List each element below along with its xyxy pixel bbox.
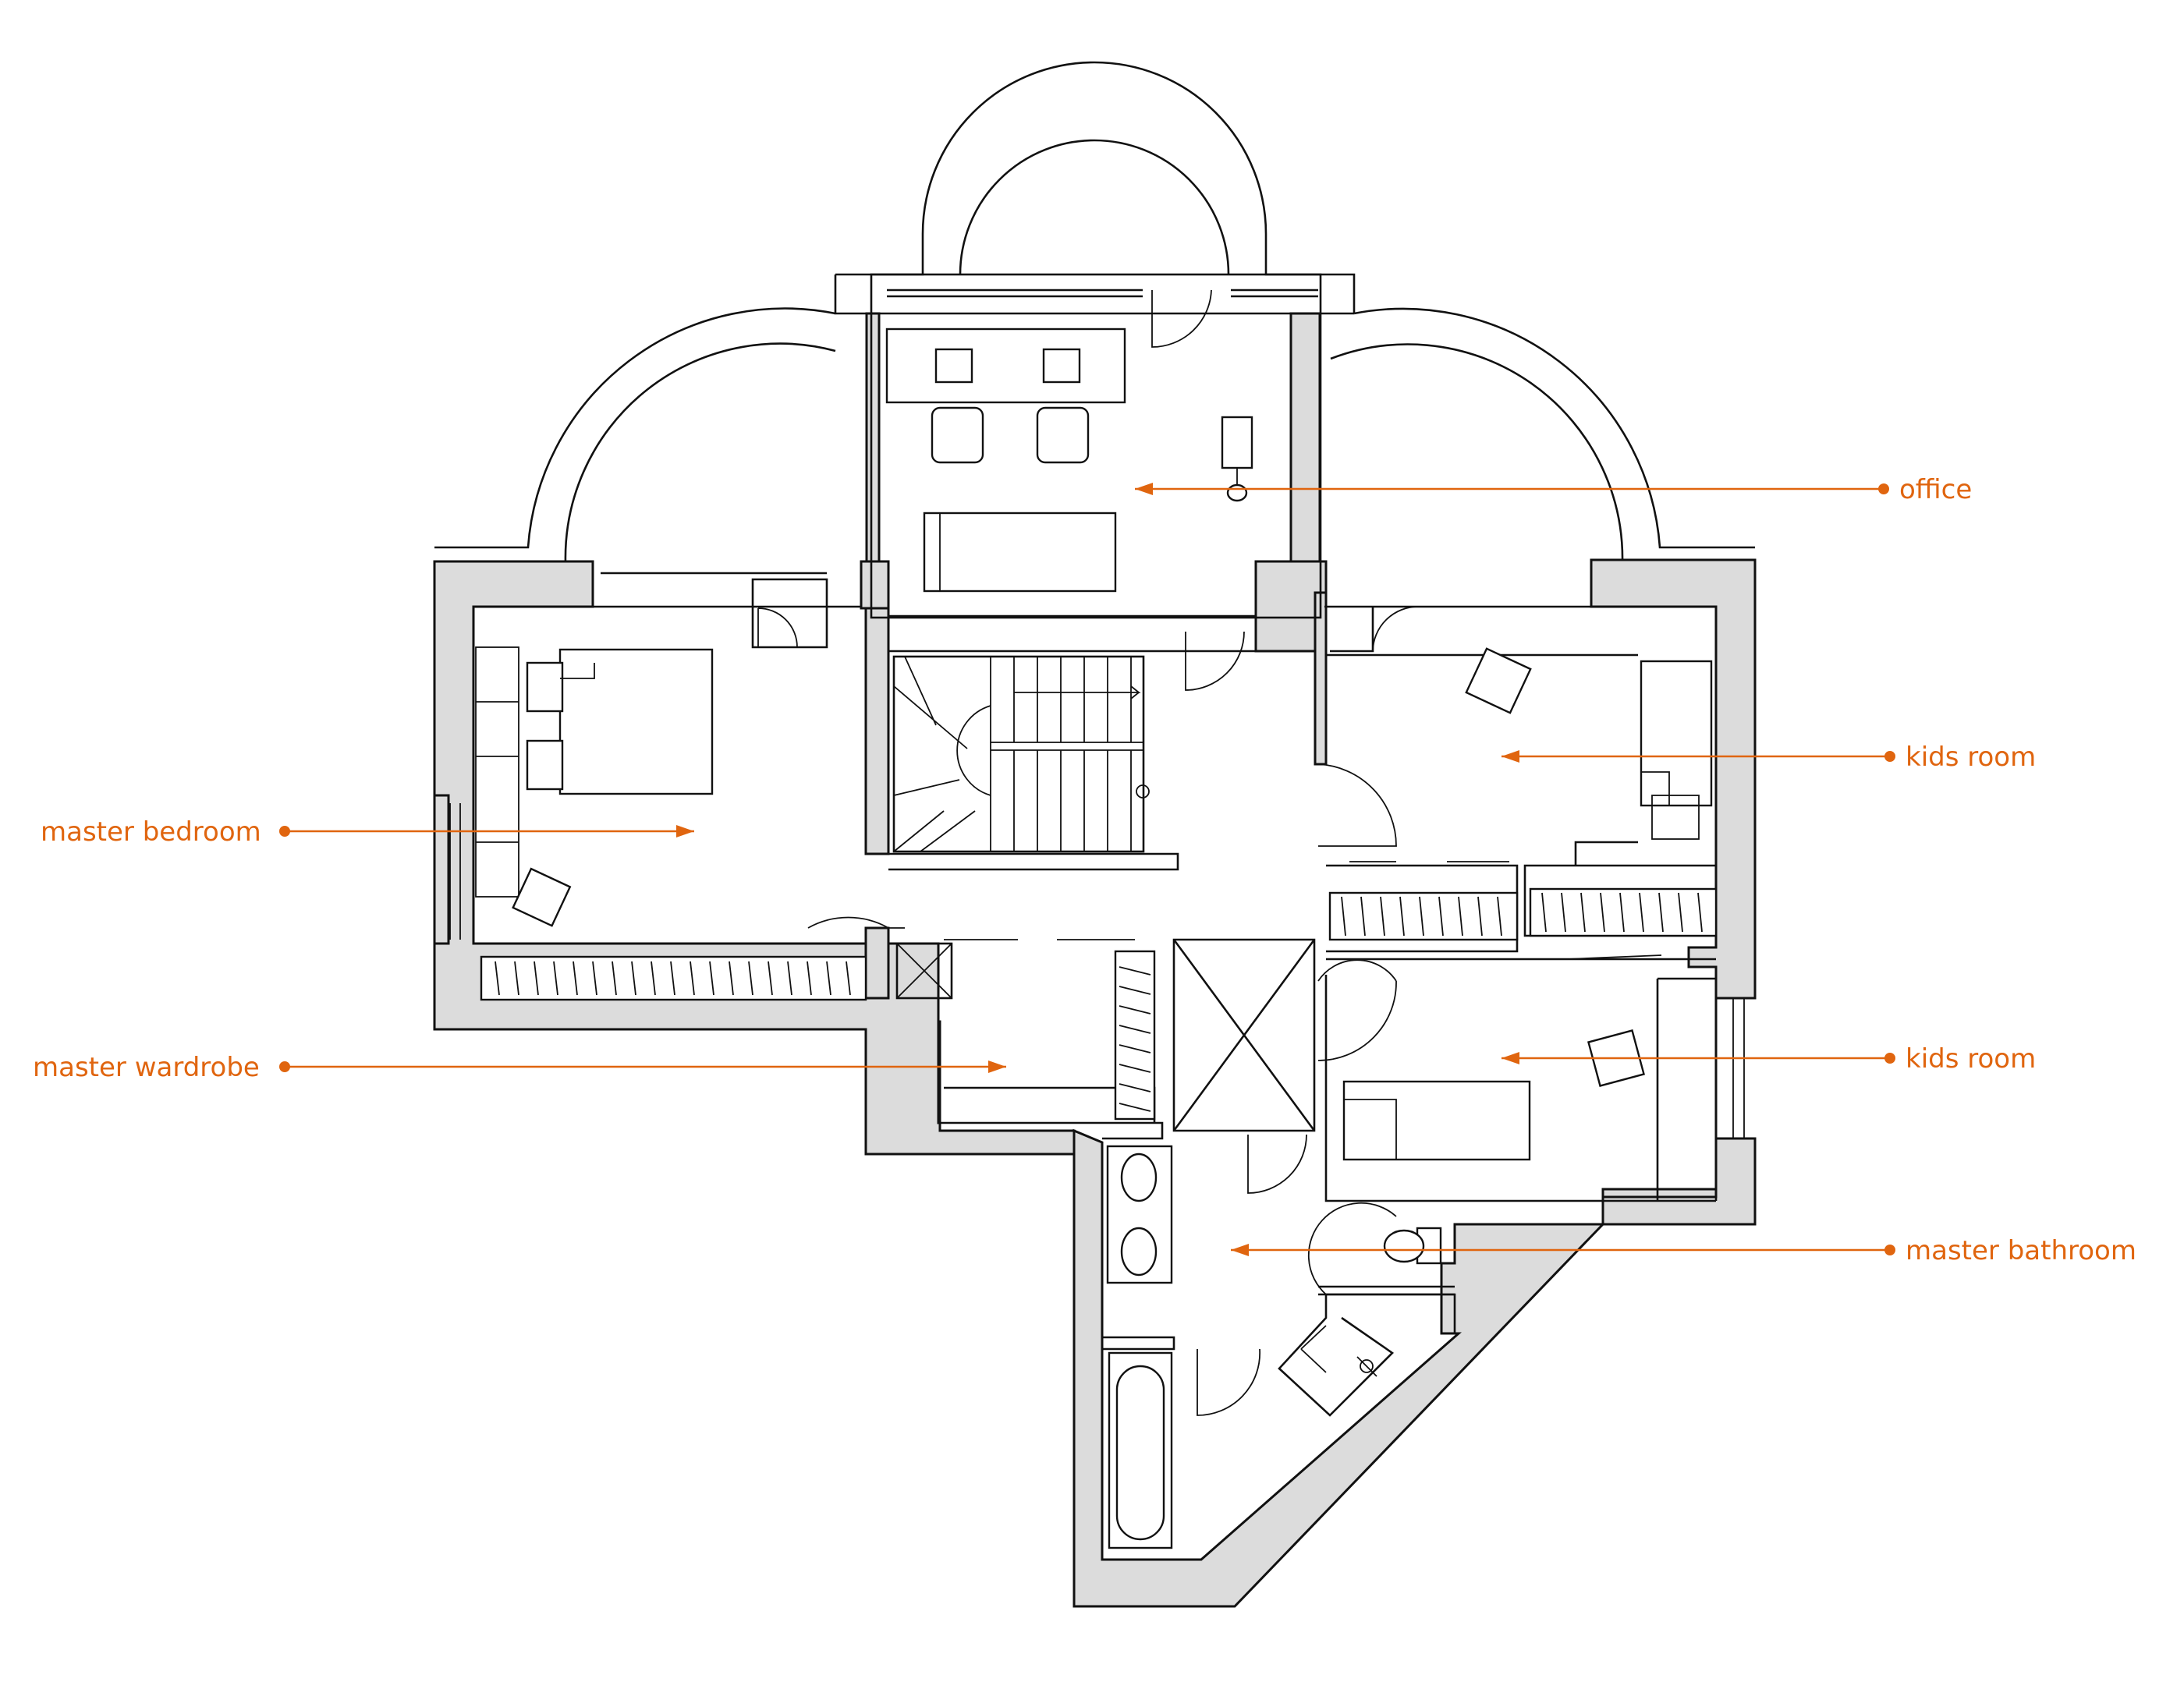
office-chair [1036,406,1090,464]
single-bed [1342,1080,1531,1161]
laptop-icon [934,348,973,384]
shower-icon [1360,1359,1374,1373]
laptop-icon [1042,348,1081,384]
label-master-bedroom: master bedroom [41,816,261,848]
terrace-outline [434,61,1755,564]
master-bedroom [449,572,867,1001]
master-wardrobe [944,939,1156,1123]
armchair-icon [512,867,572,927]
wardrobes [1328,887,1718,941]
master-bathroom [1106,1134,1456,1549]
sofa [923,512,1117,593]
sink-icon [1120,1227,1158,1277]
office-desk [885,328,1126,404]
shaft [895,942,953,1000]
single-bed [1640,660,1713,807]
label-kids-room-lower: kids room [1906,1043,2036,1075]
label-master-bathroom: master bathroom [1906,1235,2136,1266]
double-bed [558,648,714,795]
interior-walls [473,605,1718,1351]
label-kids-room-upper: kids room [1906,742,2036,773]
exercise-bike-icon [1221,416,1253,469]
kids-room-lower [1342,954,1745,1201]
label-office: office [1899,474,1972,505]
label-master-wardrobe: master wardrobe [33,1052,260,1083]
staircase [807,631,1397,1061]
armchair-icon [1465,647,1532,714]
office-chair [931,406,984,464]
office [870,273,1322,619]
sink-icon [1120,1153,1158,1202]
kids-room-upper [1326,605,1718,866]
